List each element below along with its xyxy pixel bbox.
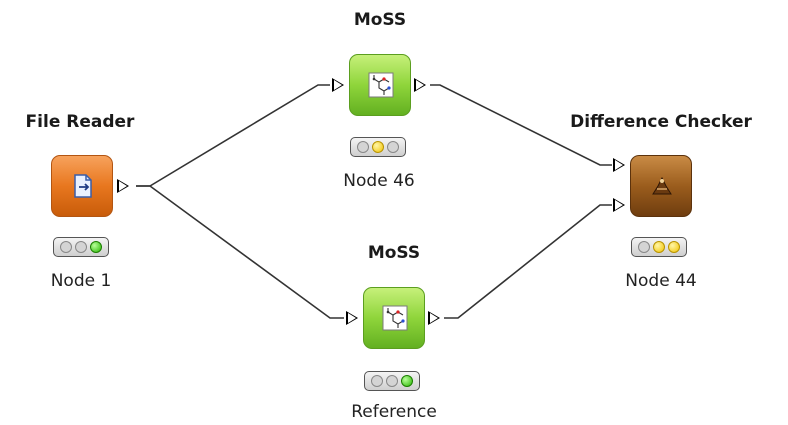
document-arrow-icon xyxy=(74,174,92,198)
input-port[interactable] xyxy=(332,78,344,92)
status-traffic-light xyxy=(631,237,687,257)
output-port[interactable] xyxy=(414,78,426,92)
status-light-yellow xyxy=(653,241,665,253)
output-port[interactable] xyxy=(117,179,129,193)
status-traffic-light xyxy=(364,371,420,391)
connection-moss-top-to-difference-checker[interactable] xyxy=(430,84,612,166)
output-port[interactable] xyxy=(428,311,440,325)
node-label[interactable]: Node 46 xyxy=(343,171,415,191)
molecule-icon xyxy=(368,72,394,98)
status-light-red xyxy=(357,141,369,153)
node-title: MoSS xyxy=(353,10,407,30)
status-light-yellow xyxy=(386,375,398,387)
node-label[interactable]: Node 44 xyxy=(625,271,697,291)
status-light-red xyxy=(638,241,650,253)
input-port-1[interactable] xyxy=(613,158,625,172)
status-light-yellow-2 xyxy=(668,241,680,253)
status-light-yellow xyxy=(372,141,384,153)
status-traffic-light xyxy=(350,137,406,157)
node-label[interactable]: Reference xyxy=(351,402,437,422)
node-title: File Reader xyxy=(25,112,135,132)
status-light-green xyxy=(387,141,399,153)
moss-node-icon[interactable] xyxy=(363,287,425,349)
connection-moss-bottom-to-difference-checker[interactable] xyxy=(444,204,612,319)
node-label[interactable]: Node 1 xyxy=(50,271,112,291)
status-light-red xyxy=(60,241,72,253)
input-port[interactable] xyxy=(346,311,358,325)
molecule-icon xyxy=(382,305,408,331)
status-light-yellow xyxy=(75,241,87,253)
node-title: MoSS xyxy=(367,243,421,263)
connection-file-reader-to-moss-bottom[interactable] xyxy=(136,185,344,319)
input-port-2[interactable] xyxy=(613,198,625,212)
status-light-green xyxy=(401,375,413,387)
connection-file-reader-to-moss-top[interactable] xyxy=(136,84,330,187)
scale-icon xyxy=(652,176,672,195)
file-reader-node-icon[interactable] xyxy=(51,155,113,217)
status-traffic-light xyxy=(53,237,109,257)
moss-node-icon[interactable] xyxy=(349,54,411,116)
status-light-red xyxy=(371,375,383,387)
difference-checker-node-icon[interactable] xyxy=(630,155,692,217)
status-light-green xyxy=(90,241,102,253)
node-title: Difference Checker xyxy=(570,112,752,132)
